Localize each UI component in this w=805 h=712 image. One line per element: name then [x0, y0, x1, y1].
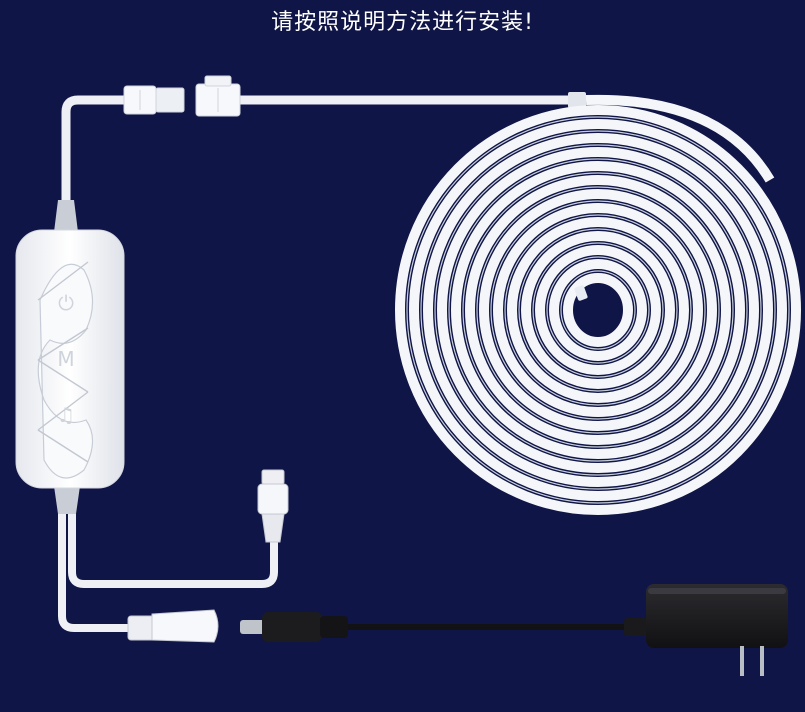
- power-icon: ⏻: [58, 291, 74, 315]
- strip-end-cap: [574, 285, 588, 301]
- strip-entry-sleeve: [568, 92, 586, 108]
- dc-female-jack: [127, 609, 219, 643]
- remote-controller: [15, 229, 125, 489]
- installation-headline: 请按照说明方法进行安装!: [271, 10, 534, 35]
- receiver-cable: [68, 514, 278, 588]
- male-connector: [123, 85, 185, 115]
- coil-gaps: [406, 116, 790, 504]
- power-adapter: [624, 584, 788, 676]
- controller-top-strain-relief: [54, 200, 78, 232]
- receiver-plug: [257, 469, 289, 543]
- controller-output-cable: [61, 95, 133, 215]
- controller-bottom-strain-relief: [54, 486, 80, 514]
- coiled-led-strip: [395, 94, 801, 515]
- female-connector: [195, 75, 241, 117]
- dc-male-plug: [240, 612, 348, 642]
- mode-icon: M: [57, 347, 74, 371]
- music-note-icon: ♫: [57, 403, 75, 427]
- dc-input-cable: [58, 514, 132, 632]
